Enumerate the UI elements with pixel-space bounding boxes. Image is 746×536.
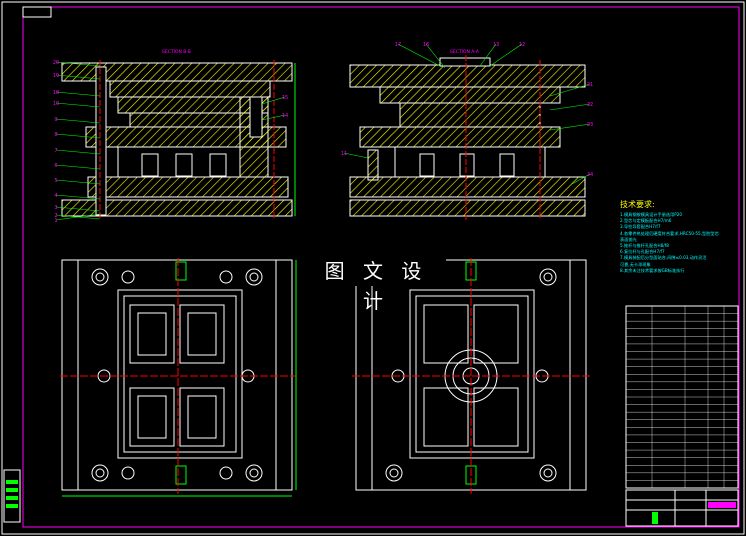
svg-text:14: 14 — [282, 113, 288, 119]
svg-text:6: 6 — [54, 163, 57, 169]
part-balloon: 15 — [261, 95, 288, 105]
note-line: 3.导柱导套配合H7/f7 — [620, 224, 661, 230]
part-balloon: 14 — [261, 113, 288, 121]
watermark-text: 图 文 设 计 — [306, 256, 446, 313]
svg-text:13: 13 — [493, 42, 499, 48]
svg-text:24: 24 — [587, 172, 593, 178]
svg-text:8: 8 — [54, 132, 57, 138]
svg-text:1: 1 — [54, 218, 57, 224]
part-balloon: 7 — [54, 148, 101, 155]
svg-text:15: 15 — [282, 95, 288, 101]
svg-text:22: 22 — [587, 102, 593, 108]
part-balloon: 12 — [489, 42, 525, 67]
part-balloon: 20 — [53, 60, 101, 67]
part-balloon: 22 — [549, 102, 593, 111]
svg-text:11: 11 — [341, 151, 347, 157]
part-balloon: 4 — [54, 193, 101, 200]
frame-tag — [22, 6, 52, 18]
part-balloon: 9 — [54, 117, 101, 124]
part-balloon: 1 — [54, 213, 101, 224]
svg-text:10: 10 — [53, 101, 59, 107]
section-view-left — [61, 60, 296, 220]
svg-text:23: 23 — [587, 122, 593, 128]
part-balloon: 21 — [549, 82, 593, 97]
note-line: 8.其余未注技术要求按GB标准执行 — [620, 267, 685, 273]
part-balloon: 5 — [54, 178, 101, 185]
note-line: 6.复位杆与孔配合H7/f7 — [620, 249, 665, 255]
plan-view-left — [60, 258, 297, 497]
note-line: 1.模具钢按模具设计手册选用P20 — [620, 212, 683, 217]
revision-strip — [3, 469, 21, 523]
note-line: 4.各零件热处理后硬度符合要求,HRC50-55,型腔型芯 — [620, 230, 719, 236]
svg-text:5: 5 — [54, 178, 57, 184]
svg-text:3: 3 — [54, 205, 57, 211]
part-balloon: 6 — [54, 163, 101, 170]
svg-text:18: 18 — [53, 90, 59, 96]
section-label-left: SECTION B-B — [162, 50, 191, 55]
part-balloon: 24 — [571, 172, 593, 185]
note-line: 表面抛光 — [620, 236, 637, 242]
part-balloon: 16 — [423, 42, 446, 69]
svg-text:19: 19 — [53, 73, 59, 79]
svg-text:17: 17 — [395, 42, 401, 48]
section-view-right — [349, 55, 586, 220]
svg-text:20: 20 — [53, 60, 59, 66]
svg-text:12: 12 — [519, 42, 525, 48]
svg-text:7: 7 — [54, 148, 57, 154]
part-balloon: 8 — [54, 132, 101, 139]
note-line: 5.推杆与推杆孔配合H8/f8 — [620, 243, 669, 249]
part-balloon: 13 — [479, 42, 499, 67]
technical-notes: 技术要求: 1.模具钢按模具设计手册选用P20 2.型芯与定模板配合H7/m6 … — [620, 200, 742, 274]
part-balloon: 23 — [549, 122, 593, 131]
part-balloon: 18 — [53, 90, 101, 97]
svg-text:9: 9 — [54, 117, 57, 123]
technical-notes-title: 技术要求: — [620, 200, 655, 209]
title-block — [625, 489, 739, 527]
plan-view-right — [352, 258, 590, 494]
part-balloon: 17 — [395, 42, 441, 67]
part-balloon: 19 — [53, 73, 101, 80]
svg-text:4: 4 — [54, 193, 57, 199]
bom-table — [625, 305, 739, 489]
section-label-right: SECTION A-A — [450, 50, 479, 55]
part-balloon: 10 — [53, 101, 101, 108]
svg-text:16: 16 — [423, 42, 429, 48]
svg-text:21: 21 — [587, 82, 593, 88]
note-line: 7.模具装配后分型面贴合,间隙≤0.03,动作灵活 — [620, 255, 707, 261]
note-line: 2.型芯与定模板配合H7/m6 — [620, 218, 672, 224]
inner-frame — [22, 6, 740, 528]
svg-text:2: 2 — [54, 213, 57, 219]
part-balloon: 3 — [54, 205, 101, 212]
part-balloon: 11 — [341, 151, 369, 159]
note-line: 可靠,无卡滞现象 — [620, 261, 651, 267]
